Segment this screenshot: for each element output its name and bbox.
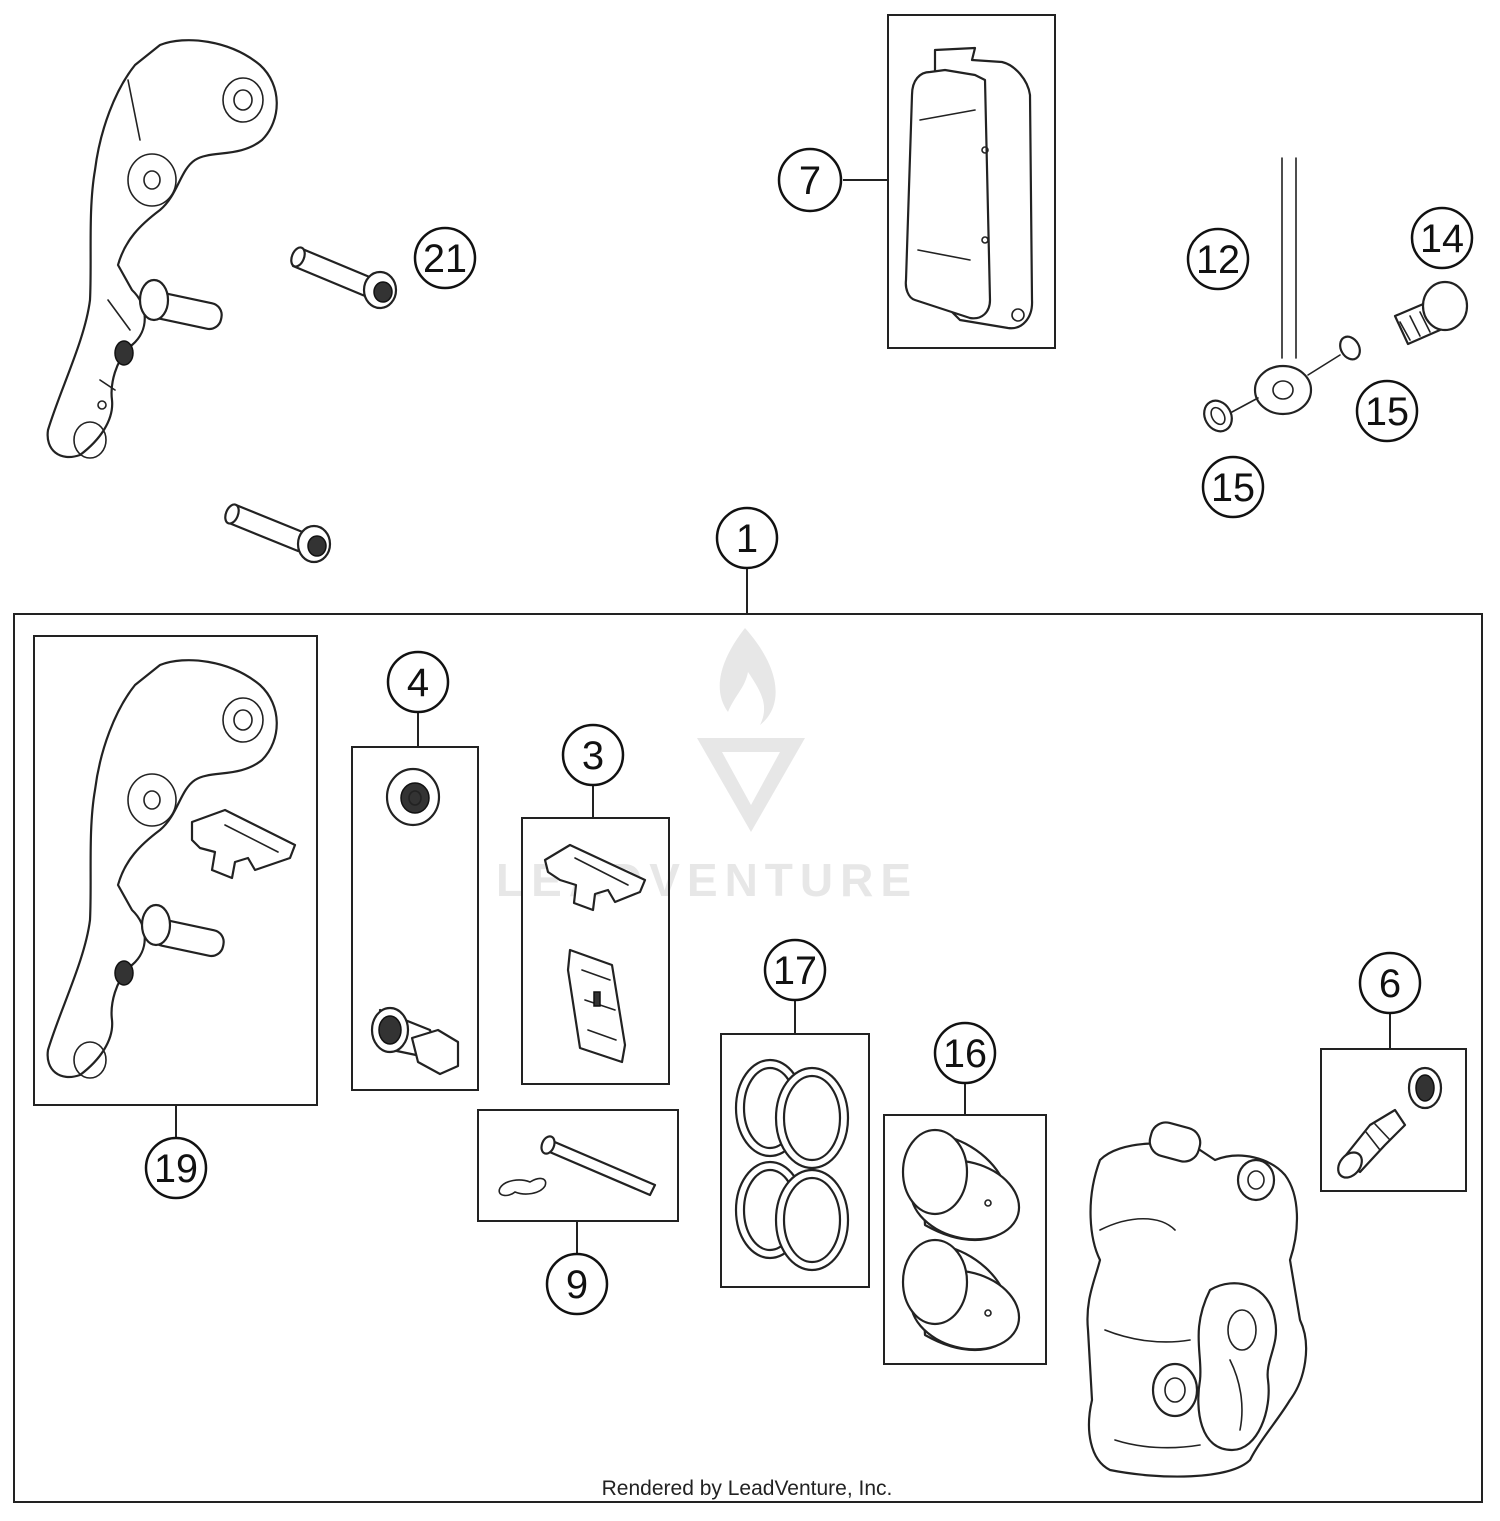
callout-15-right: 15 xyxy=(1355,379,1419,443)
brake-line-banjo xyxy=(1231,157,1341,416)
svg-text:9: 9 xyxy=(566,1263,588,1307)
sealing-washer-left xyxy=(1203,399,1233,433)
svg-text:1: 1 xyxy=(736,517,758,561)
svg-text:19: 19 xyxy=(154,1147,198,1191)
bleeder-kit-box xyxy=(1320,1048,1467,1192)
svg-text:12: 12 xyxy=(1196,238,1240,282)
sealing-washer-right xyxy=(1339,335,1361,361)
callout-21: 21 xyxy=(413,226,477,290)
footer-credit: Rendered by LeadVenture, Inc. xyxy=(602,1477,893,1500)
brake-pad-box xyxy=(887,14,1056,349)
caliper-bolt-upper xyxy=(290,246,398,310)
callout-9: 9 xyxy=(545,1252,609,1316)
pad-spring-kit xyxy=(543,843,647,1064)
bolt-kit xyxy=(370,767,460,1076)
caliper-bolt-lower xyxy=(224,503,332,564)
svg-text:3: 3 xyxy=(582,734,604,778)
pin-kit-box xyxy=(477,1109,679,1222)
banjo-bolt xyxy=(1393,280,1469,346)
callout-1: 1 xyxy=(715,506,779,570)
bolt-kit-box xyxy=(351,746,479,1091)
bleeder-valve-kit xyxy=(1337,1066,1443,1179)
callout-15-left: 15 xyxy=(1201,455,1265,519)
pad-spring-box xyxy=(521,817,670,1085)
svg-text:15: 15 xyxy=(1365,390,1409,434)
callout-16: 16 xyxy=(933,1021,997,1085)
piston-seal-kit xyxy=(734,1058,850,1272)
callout-6: 6 xyxy=(1358,951,1422,1015)
svg-text:16: 16 xyxy=(943,1032,987,1076)
svg-text:4: 4 xyxy=(407,661,429,705)
callout-4: 4 xyxy=(386,650,450,714)
caliper-support-with-spring xyxy=(46,659,297,1079)
watermark-logo xyxy=(697,628,805,832)
callout-3: 3 xyxy=(561,723,625,787)
piston-kit xyxy=(901,1128,1021,1351)
svg-text:17: 17 xyxy=(773,949,817,993)
svg-text:14: 14 xyxy=(1420,217,1464,261)
svg-text:6: 6 xyxy=(1379,962,1401,1006)
svg-text:15: 15 xyxy=(1211,466,1255,510)
svg-text:21: 21 xyxy=(423,237,467,281)
callout-14: 14 xyxy=(1410,206,1474,270)
callout-19: 19 xyxy=(144,1136,208,1200)
caliper-support-bracket xyxy=(46,39,278,459)
callout-12: 12 xyxy=(1186,227,1250,291)
callout-17: 17 xyxy=(763,938,827,1002)
brake-caliper-body xyxy=(1086,1121,1308,1478)
brake-pad-set xyxy=(904,46,1034,330)
callout-7: 7 xyxy=(777,147,843,213)
svg-text:7: 7 xyxy=(799,159,821,203)
pad-pin-kit xyxy=(498,1135,657,1197)
